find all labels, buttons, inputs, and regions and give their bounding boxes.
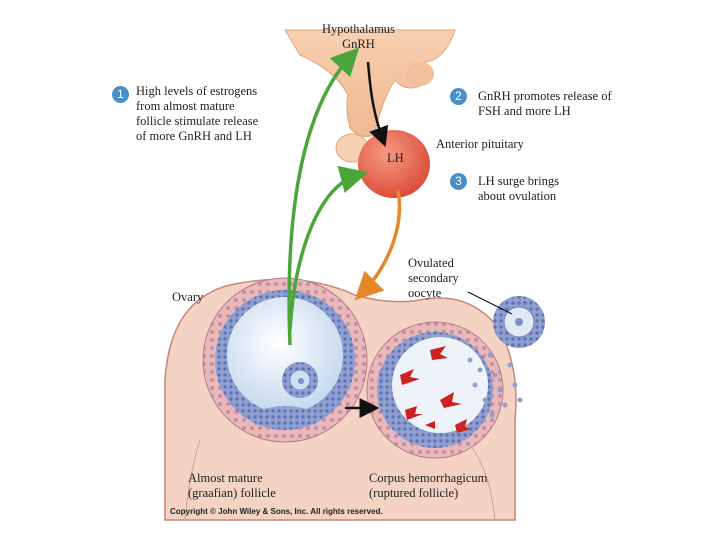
hypothalamus-label: Hypothalamus GnRH (322, 22, 395, 51)
lh-label: LH (387, 151, 404, 165)
ovary-illustration (164, 277, 523, 521)
hypothalamus-pituitary-illustration (284, 29, 456, 198)
step-2-badge: 2 (450, 88, 467, 105)
corpus-hemorrhagicum (366, 321, 523, 459)
step-1-text: High levels of estrogens from almost mat… (136, 84, 259, 143)
step-1-badge: 1 (112, 86, 129, 103)
step-3-text: LH surge brings about ovulation (478, 174, 560, 203)
step-3-badge: 3 (450, 173, 467, 190)
graafian-follicle-label: Almost mature (graafian) follicle (188, 471, 276, 500)
ovulated-oocyte (467, 291, 545, 348)
step-2-text: GnRH promotes release of FSH and more LH (478, 89, 612, 118)
estrogen-to-hypothalamus-arrow (287, 47, 360, 346)
corpus-hemorrhagicum-label: Corpus hemorrhagicum (ruptured follicle) (369, 471, 488, 500)
graafian-follicle (202, 277, 368, 443)
ovary-label: Ovary (172, 290, 204, 304)
ovulated-oocyte-label: Ovulated secondary oocyte (408, 256, 459, 300)
lh-surge-arrow (354, 189, 402, 301)
estrogen-to-pituitary-arrow (288, 165, 369, 331)
copyright-notice: Copyright © John Wiley & Sons, Inc. All … (170, 507, 383, 516)
anterior-pituitary-label: Anterior pituitary (436, 137, 524, 151)
gnrh-arrow (366, 61, 389, 148)
